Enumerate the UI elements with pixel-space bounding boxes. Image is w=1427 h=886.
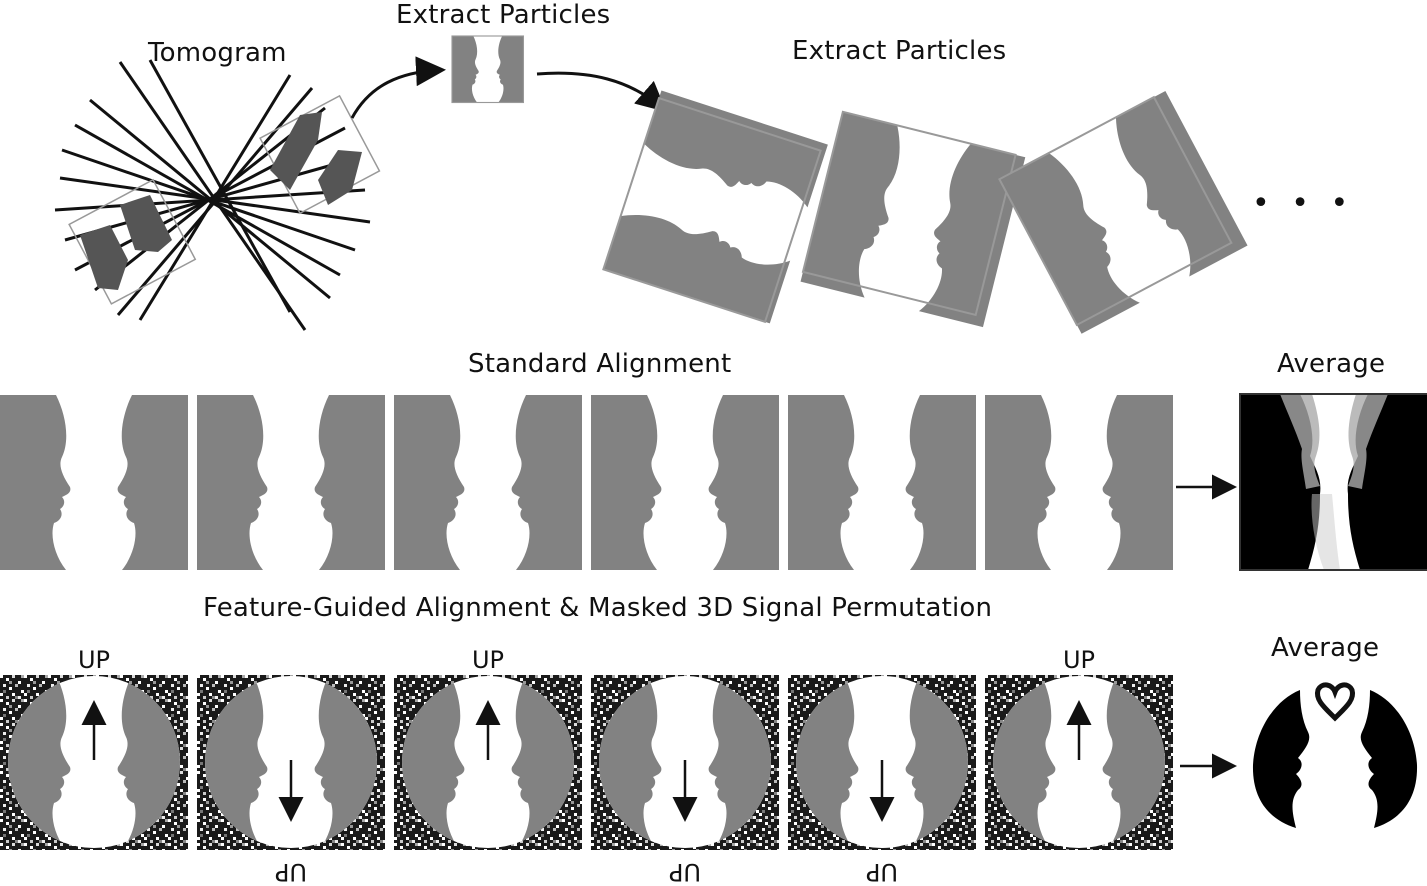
up-label-flipped-3: UP [866, 858, 898, 886]
feature-row [0, 675, 1173, 850]
standard-row [0, 395, 1173, 570]
tomogram-particles [68, 94, 381, 305]
up-label-flipped-1: UP [275, 858, 307, 886]
tomogram-label: Tomogram [148, 38, 287, 68]
extracted-particle [451, 35, 525, 104]
up-label-2: UP [472, 646, 504, 674]
rotated-particle-1 [602, 90, 828, 324]
average-standard-label: Average [1277, 349, 1386, 379]
standard-alignment-label: Standard Alignment [468, 349, 732, 379]
rotated-particle-2 [800, 110, 1026, 328]
standard-average [1239, 393, 1427, 571]
average-feature-label: Average [1271, 633, 1380, 663]
curved-arrow-left [350, 56, 446, 119]
up-label-3: UP [1063, 646, 1095, 674]
up-label-1: UP [78, 646, 110, 674]
ellipsis-label: • • • [1252, 186, 1355, 221]
tomogram-fan [54, 59, 371, 331]
extract-particles-right-label: Extract Particles [792, 36, 1007, 66]
feature-average [1252, 682, 1418, 828]
curved-arrow-right [536, 71, 667, 112]
extract-particles-top-label: Extract Particles [396, 0, 611, 30]
up-label-flipped-2: UP [669, 858, 701, 886]
feature-guided-label: Feature-Guided Alignment & Masked 3D Sig… [203, 593, 993, 623]
rotated-particle-3 [998, 91, 1248, 334]
